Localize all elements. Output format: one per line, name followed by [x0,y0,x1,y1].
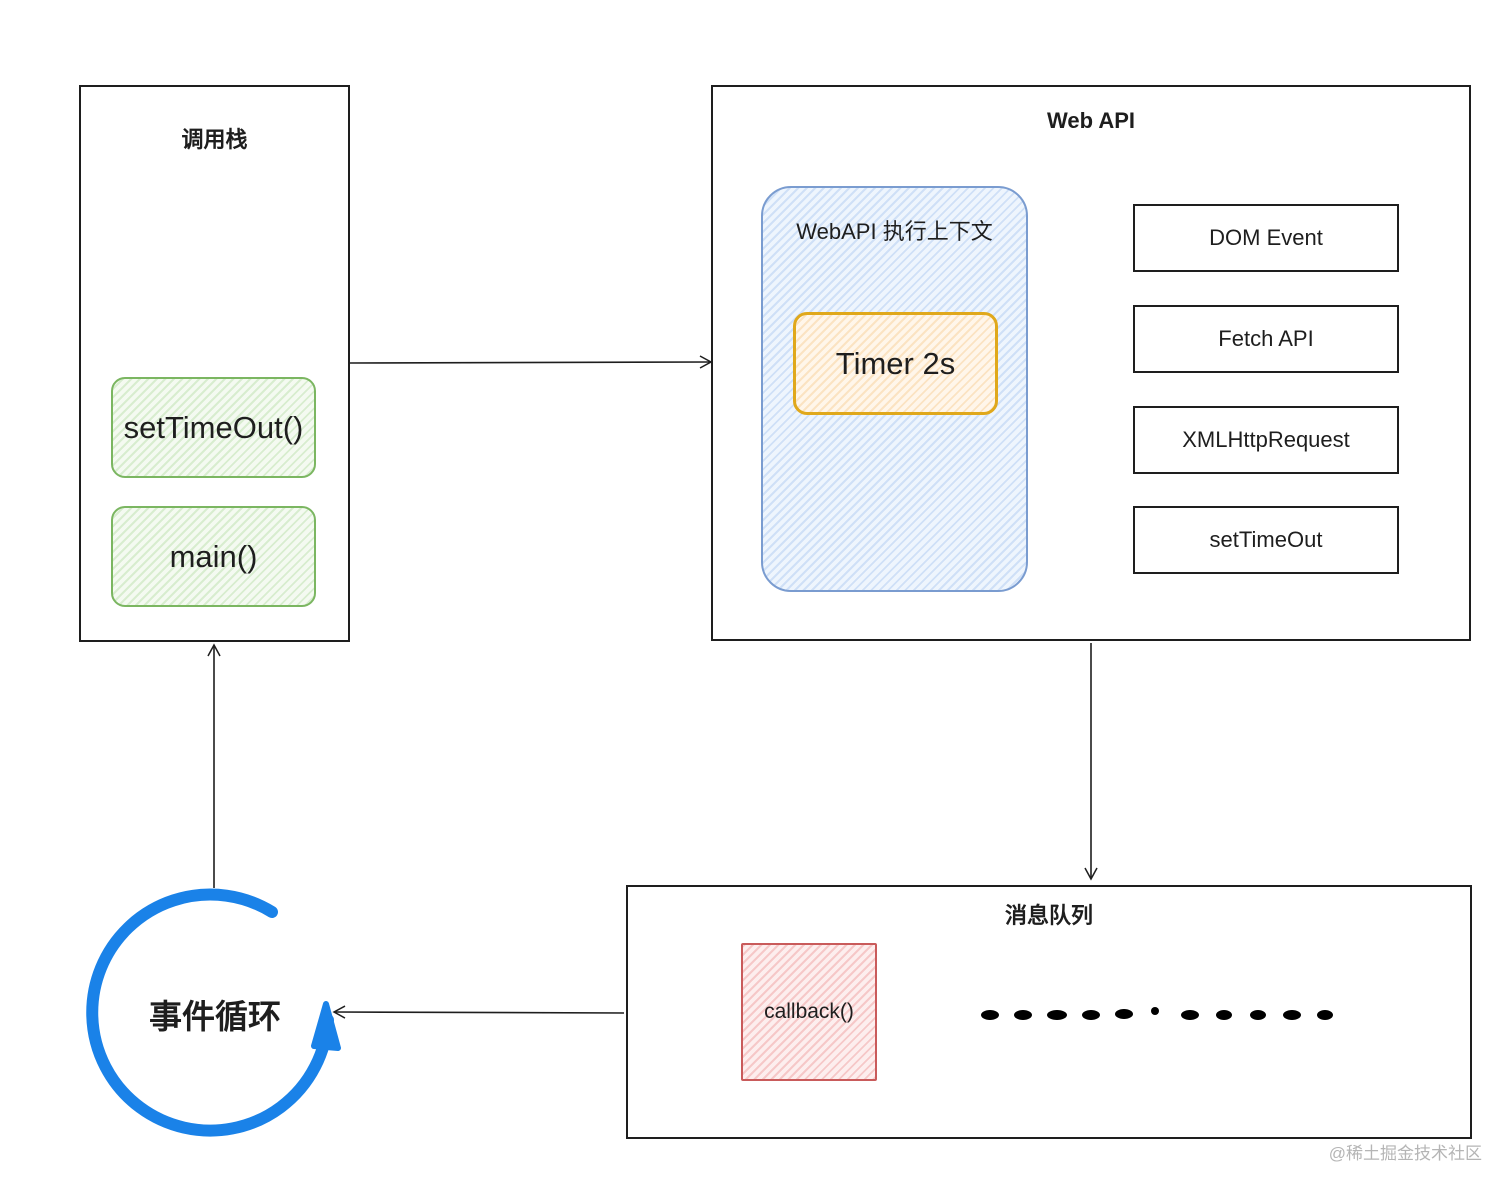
api-settimeout: setTimeOut [1133,506,1399,574]
call-stack-panel [79,85,350,642]
queue-ellipsis-dashes [981,1007,1333,1020]
message-queue-panel [626,885,1472,1139]
event-loop-circle [86,888,334,1137]
stack-frame-settimeout: setTimeOut() [111,377,316,478]
api-dom-event: DOM Event [1133,204,1399,272]
api-fetch: Fetch API [1133,305,1399,373]
api-xmlhttprequest: XMLHttpRequest [1133,406,1399,474]
timer-task: Timer 2s [793,312,998,415]
message-queue-title: 消息队列 [1004,903,1093,928]
webapi-context-title: WebAPI 执行上下文 [796,219,993,244]
call-stack-title: 调用栈 [181,127,248,152]
arrow-stack-to-webapi [349,355,713,369]
stack-frame-main: main() [111,506,316,607]
event-loop-arrowhead [311,1001,341,1051]
web-api-title: Web API [1046,108,1135,133]
web-api-panel [711,85,1471,641]
watermark: @稀土掘金技术社区 [1328,1144,1482,1163]
arrow-queue-to-loop [332,1005,625,1019]
event-loop-label: 事件循环 [149,998,281,1035]
queue-item-callback: callback() [741,943,877,1081]
